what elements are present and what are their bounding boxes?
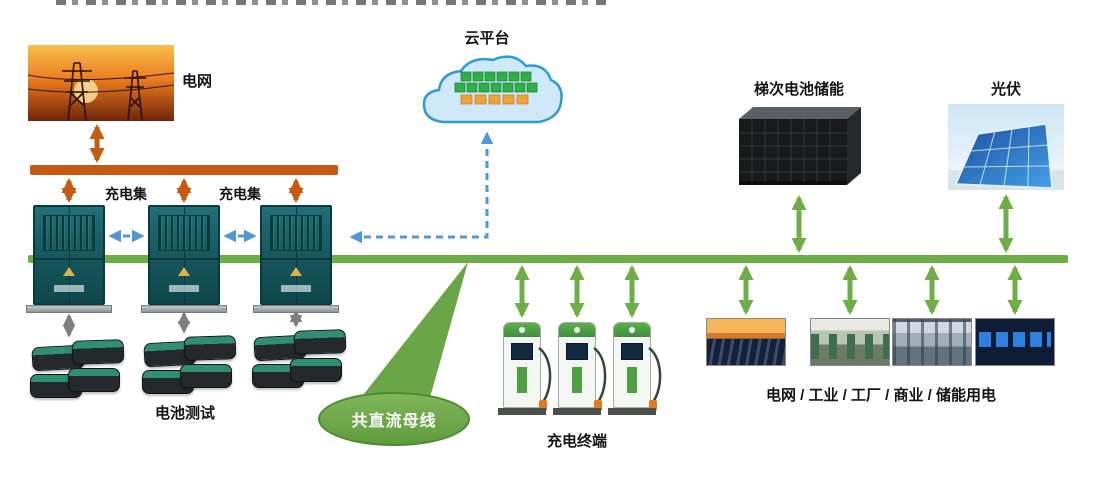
sunset-sky	[28, 45, 174, 121]
charging-terminal-1	[498, 322, 559, 422]
battery-test-arrows	[62, 309, 303, 338]
charger-stripe	[627, 367, 637, 393]
cabinet-door-seam	[295, 207, 297, 303]
transmission-towers	[28, 62, 174, 121]
container-skirt	[739, 181, 847, 185]
battery-pack	[183, 335, 237, 361]
server-blocks-green	[454, 71, 538, 93]
charging-terminal-label: 充电终端	[546, 433, 607, 450]
battery-pack-group-2	[142, 335, 238, 398]
load-photo-factory	[892, 318, 972, 366]
cabinet-plinth	[26, 305, 112, 313]
comm-links	[108, 131, 494, 244]
charger-logo-icon	[629, 327, 635, 333]
battery-pack	[290, 358, 342, 382]
battery-pack-group-3	[252, 329, 348, 392]
charger-body	[558, 322, 596, 408]
cabinet-door-seam	[68, 207, 70, 303]
charging-cable	[593, 346, 607, 411]
load-photo-commercial	[975, 318, 1055, 366]
storage-label: 梯次电池储能	[753, 81, 844, 98]
dc-arrows	[514, 194, 1023, 318]
power-grid-image	[28, 45, 174, 121]
charger-stripe	[572, 367, 582, 393]
cabinet-body	[260, 205, 332, 305]
panel-grid	[963, 126, 1051, 188]
server-blocks-orange	[460, 94, 529, 105]
charger-header	[504, 323, 540, 337]
cabinet-nameplate	[54, 285, 84, 292]
charging-terminal-2	[553, 322, 614, 422]
charger-base	[608, 408, 656, 415]
loads-label: 电网 / 工业 / 工厂 / 商业 / 储能用电	[765, 387, 996, 404]
cloud-label: 云平台	[464, 30, 510, 47]
cabinet-logo-icon	[63, 267, 75, 276]
charging-cable	[648, 346, 662, 411]
charger-stripe	[517, 367, 527, 393]
cabinet-door-seam	[183, 207, 185, 303]
cabinet-plinth	[253, 305, 339, 313]
container-grid	[739, 119, 847, 185]
battery-test-label: 电池测试	[154, 405, 215, 422]
cabinet-logo-icon	[290, 267, 302, 276]
grid-label: 电网	[182, 73, 213, 90]
charger-header	[614, 323, 650, 337]
cabinet-plinth	[141, 305, 227, 313]
cabinet-body	[33, 205, 105, 305]
cabinet-nameplate	[169, 285, 199, 292]
dc-bus-callout-label: 共直流母线	[351, 413, 437, 430]
dc-bus-callout: 共直流母线	[318, 392, 470, 446]
ac-bus-bar	[30, 165, 338, 175]
charging-terminal-3	[608, 322, 669, 422]
battery-storage-image	[739, 107, 861, 185]
charger-base	[498, 408, 546, 415]
pv-label: 光伏	[990, 81, 1021, 98]
charging-cabinet-1	[26, 205, 119, 315]
charge-cluster-label-right: 充电集	[219, 186, 261, 202]
charging-cabinet-3	[253, 205, 346, 315]
charger-screen	[566, 343, 588, 360]
cloud-platform-image	[422, 55, 563, 124]
load-photo-grid	[706, 318, 786, 366]
charger-logo-icon	[574, 327, 580, 333]
battery-pack	[180, 364, 232, 388]
charger-base	[553, 408, 601, 415]
pv-image	[948, 104, 1064, 190]
charger-header	[559, 323, 595, 337]
load-photo-industry	[810, 318, 890, 366]
charger-screen	[511, 343, 533, 360]
battery-pack	[68, 368, 120, 392]
dc-bus-callout-pointer	[356, 262, 468, 412]
charging-cabinet-2	[141, 205, 234, 315]
charger-screen	[621, 343, 643, 360]
battery-pack	[293, 329, 347, 355]
charge-cluster-label-left: 充电集	[105, 186, 147, 202]
ac-arrows	[61, 124, 304, 203]
container-top	[739, 107, 861, 119]
battery-pack-group-1	[30, 339, 126, 402]
charger-logo-icon	[519, 327, 525, 333]
charger-body	[503, 322, 541, 408]
arrow-cloud-link	[349, 131, 494, 244]
charger-body	[613, 322, 651, 408]
container-front	[739, 119, 847, 185]
container-side	[847, 107, 861, 185]
cropped-title-remnant	[56, 0, 612, 5]
charging-cable	[538, 346, 552, 411]
cabinet-logo-icon	[178, 267, 190, 276]
cabinet-nameplate	[281, 285, 311, 292]
cabinet-body	[148, 205, 220, 305]
battery-pack	[71, 339, 125, 365]
